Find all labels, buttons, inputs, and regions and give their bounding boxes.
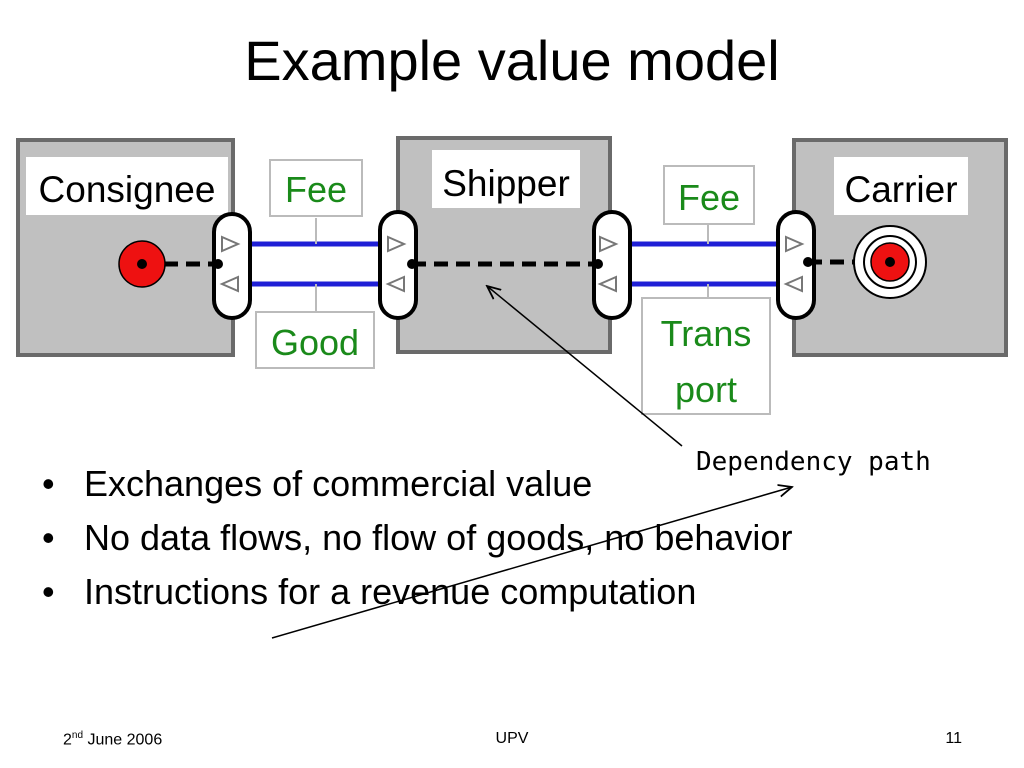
- bullet-list: •Exchanges of commercial value •No data …: [40, 462, 940, 624]
- shipper-label: Shipper: [442, 163, 570, 204]
- bullet-item: •No data flows, no flow of goods, no beh…: [42, 517, 793, 558]
- bullet-item: •Instructions for a revenue computation: [42, 571, 697, 612]
- annotation-arrow-to-path: [487, 286, 683, 447]
- bullet-item: •Exchanges of commercial value: [42, 463, 593, 504]
- consignee-label: Consignee: [39, 169, 216, 210]
- page-number: 11: [945, 730, 962, 747]
- footer-date: 2nd June 2006: [63, 730, 163, 749]
- carrier-label: Carrier: [844, 169, 957, 210]
- good-label: Good: [271, 322, 359, 363]
- value-model-diagram: Consignee Shipper Carrier: [16, 136, 1008, 639]
- transport-label-line1: Trans: [661, 313, 752, 354]
- fee-left-label: Fee: [285, 169, 347, 210]
- slide-title: Example value model: [244, 29, 780, 92]
- fee-right-label: Fee: [678, 177, 740, 218]
- footer-organization: UPV: [495, 730, 529, 747]
- end-stimulus-icon: [853, 225, 927, 299]
- annotation-arrow-to-label: [271, 487, 792, 639]
- dependency-path-annotation: Dependency path: [696, 447, 931, 477]
- transport-label-line2: port: [675, 369, 737, 410]
